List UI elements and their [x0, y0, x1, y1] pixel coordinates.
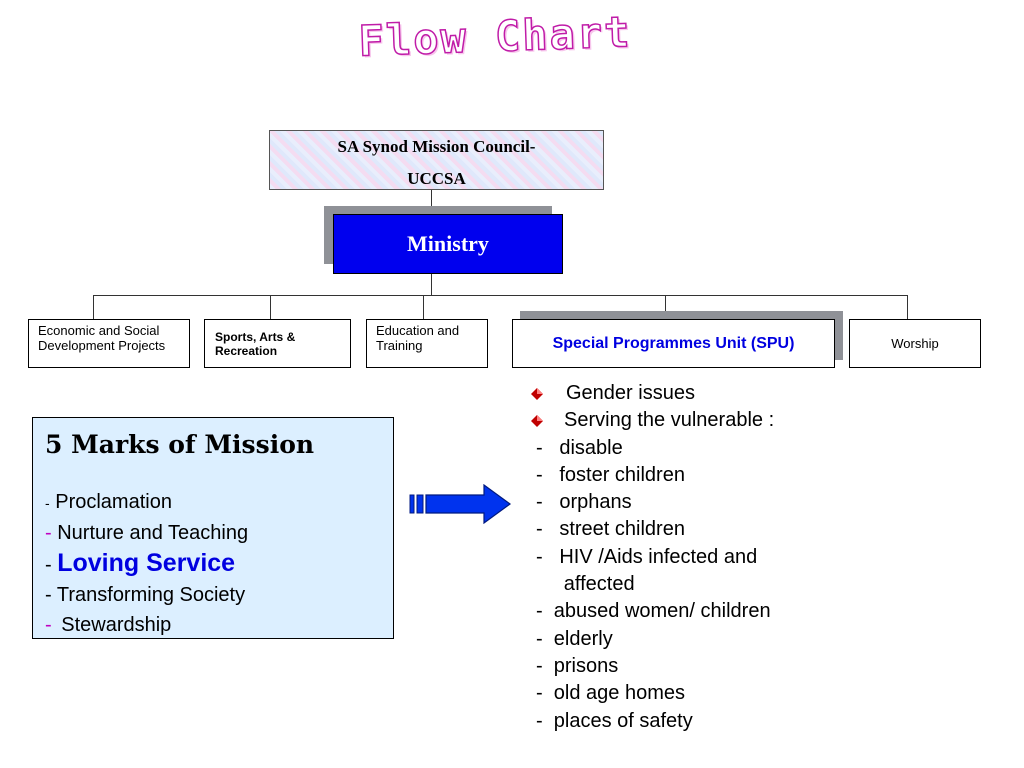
list-item: - orphans: [536, 491, 632, 514]
spu-focus-list: Gender issues Serving the vulnerable : -…: [530, 380, 830, 735]
mark-dash: -: [45, 495, 50, 511]
list-item: - places of safety: [536, 709, 693, 732]
mission-council-line2: UCCSA: [407, 169, 466, 188]
marks-of-mission-title: 5 Marks of Mission: [45, 430, 315, 459]
mark-dash: -: [45, 584, 52, 606]
bullet-text: Serving the vulnerable :: [564, 409, 775, 432]
connector-ministry-bus: [431, 272, 432, 295]
unit-economic-social-label: Economic and Social Development Projects: [38, 323, 166, 353]
connector-to-worship: [907, 295, 908, 319]
mark-text: Transforming Society: [56, 584, 246, 606]
list-item: - disable: [536, 436, 623, 459]
diamond-bullet-icon: [531, 414, 543, 427]
marks-of-mission-box: 5 Marks of Mission - Proclamation - Nurt…: [32, 417, 394, 639]
unit-worship-label: Worship: [891, 336, 939, 351]
mark-dash: -: [45, 522, 52, 544]
mission-council-line1: SA Synod Mission Council-: [337, 137, 536, 156]
unit-economic-social: Economic and Social Development Projects: [28, 319, 190, 368]
connector-to-spu: [665, 295, 666, 319]
list-item: - foster children: [536, 463, 685, 486]
list-item: - prisons: [536, 654, 619, 677]
list-item: affected: [536, 573, 635, 596]
unit-special-programmes-label: Special Programmes Unit (SPU): [552, 334, 795, 352]
unit-sports-arts-label: Sports, Arts & Recreation: [215, 329, 296, 358]
mark-item: - Proclamation: [45, 487, 381, 518]
list-item: Gender issues: [530, 380, 830, 407]
mark-text-highlight: Loving Service: [57, 549, 236, 577]
unit-worship: Worship: [849, 319, 981, 368]
mark-item: - Nurture and Teaching: [45, 518, 381, 548]
mark-item: - Transforming Society: [45, 580, 381, 610]
mark-text: Proclamation: [55, 491, 172, 513]
mark-dash: -: [45, 554, 52, 576]
connector-to-sports: [270, 295, 271, 319]
connector-to-education: [423, 295, 424, 319]
list-item: - old age homes: [536, 682, 685, 705]
list-item: Serving the vulnerable :: [530, 407, 830, 434]
diamond-bullet-icon: [531, 387, 543, 400]
unit-special-programmes: Special Programmes Unit (SPU): [512, 319, 835, 368]
list-item: - street children: [536, 518, 685, 541]
list-item: - elderly: [536, 627, 613, 650]
mission-council-box: SA Synod Mission Council- UCCSA: [269, 130, 604, 190]
connector-council-ministry: [431, 188, 432, 214]
ministry-box: Ministry: [333, 214, 563, 274]
list-item: - abused women/ children: [536, 600, 771, 623]
mark-dash: -: [45, 614, 52, 636]
mark-item: - Stewardship: [45, 610, 381, 640]
mark-text: Stewardship: [61, 614, 172, 636]
bullet-text: Gender issues: [566, 382, 695, 404]
connector-to-econ: [93, 295, 94, 319]
unit-education-label: Education and Training: [376, 323, 460, 353]
list-item: - HIV /Aids infected and: [536, 545, 758, 568]
mark-item: - Loving Service: [45, 548, 381, 580]
flow-chart-title: Flow Chart: [357, 7, 633, 67]
unit-education: Education and Training: [366, 319, 488, 368]
mark-text: Nurture and Teaching: [57, 522, 249, 544]
unit-sports-arts: Sports, Arts & Recreation: [204, 319, 351, 368]
connector-horizontal-bus: [93, 295, 908, 296]
right-arrow-icon: [409, 484, 512, 524]
